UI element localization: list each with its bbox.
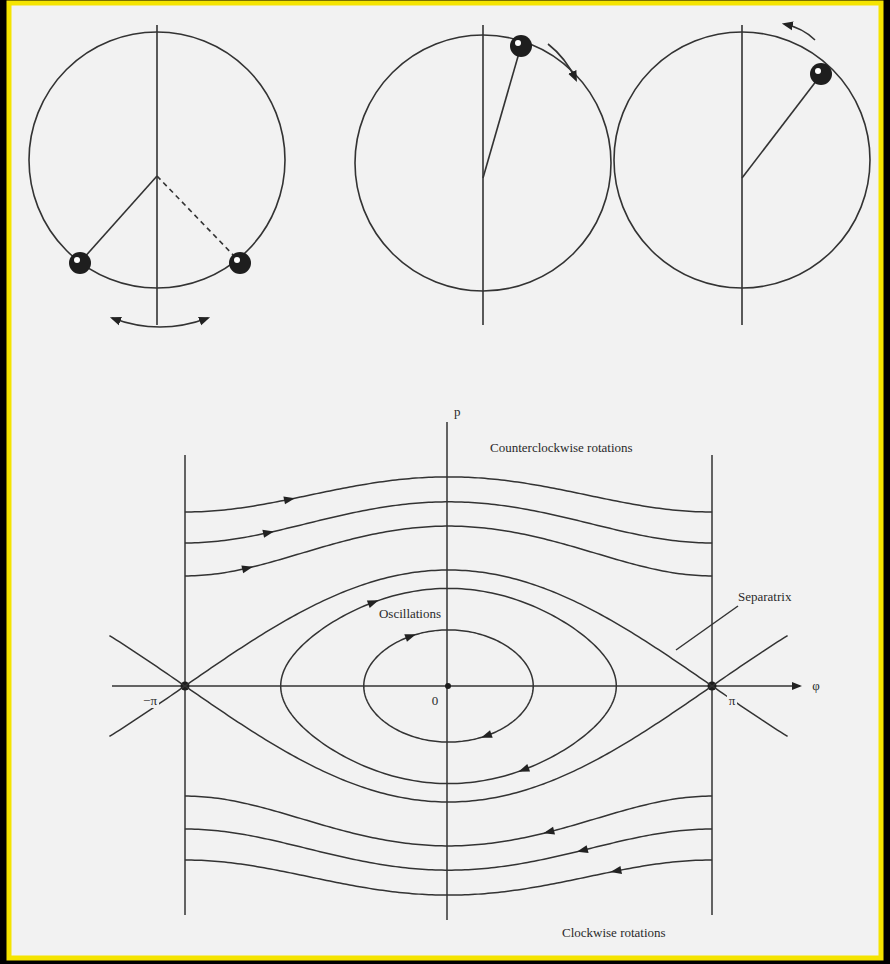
axis-label: φ [810,678,822,693]
flow-arrow [283,494,295,504]
center-point [445,683,451,689]
rotation-orbit [185,502,712,543]
flow-arrow [262,528,274,538]
axis-label: Clockwise rotations [560,925,668,940]
pendulum-rod [742,80,817,178]
axis-label: 0 [430,693,441,708]
axis-label: π [727,693,738,708]
pendulum-bob [510,35,532,57]
flow-arrow [404,631,417,642]
flow-arrow [610,866,622,876]
flow-arrow [517,764,530,775]
bob-highlight [515,40,521,46]
axis-label: Separatrix [736,589,793,604]
vertical-line [741,25,743,325]
pendulum-rod-dashed [157,176,238,260]
swing-arrow [112,318,208,327]
flow-arrow [576,845,589,855]
axis-label: Counterclockwise rotations [488,440,635,455]
rotation-arrow [548,44,576,80]
bob-highlight [234,257,240,263]
leader-line [676,606,738,650]
oscillation-orbit [281,588,617,783]
pendulum-bob [810,63,832,85]
oscillation-orbit [364,630,533,742]
pendulum-rod [483,53,519,178]
bob-highlight [74,257,80,263]
rotation-orbit [185,477,712,512]
flow-arrow [241,563,254,573]
rotation-arrow [784,24,815,40]
frame [9,3,881,958]
phi-axis [112,685,800,687]
separatrix-curve [109,570,787,736]
axis-label: p [452,404,463,419]
vertical-line [156,25,158,325]
pendulum-bob [69,252,91,274]
flow-arrow [480,730,493,741]
rotation-orbit [185,860,712,895]
pendulum-rod [82,176,157,260]
axis-label: Oscillations [377,606,443,621]
flow-arrow [542,827,555,837]
pendulum-bob [229,252,251,274]
separatrix-curve [109,636,787,802]
axis-label: −π [141,693,159,708]
bob-highlight [815,68,821,74]
rotation-orbit [185,829,712,870]
